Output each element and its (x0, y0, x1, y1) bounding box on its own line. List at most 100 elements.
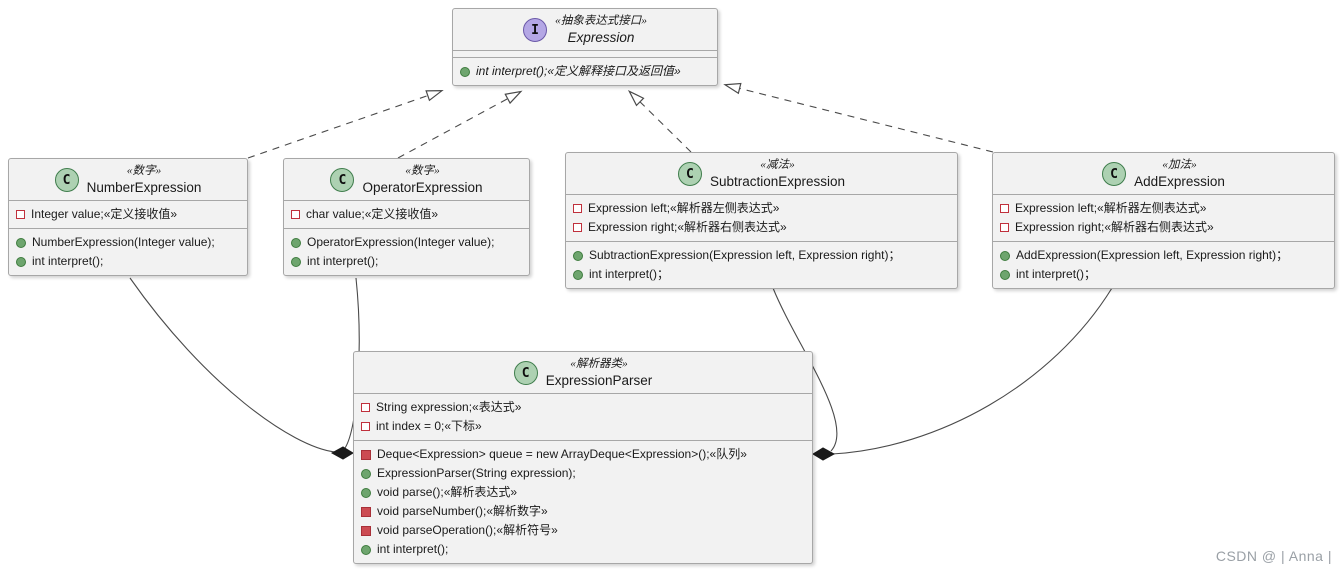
edge-compose-subtraction-parser (772, 287, 838, 452)
class-name: OperatorExpression (362, 180, 483, 195)
class-title: «减法» SubtractionExpression (710, 157, 845, 191)
private-field-icon (573, 223, 582, 232)
public-method-icon (291, 237, 301, 248)
class-parser: C «解析器类» ExpressionParser String express… (353, 351, 813, 564)
class-letter-icon: C (1102, 162, 1127, 186)
member-text: int interpret(); (377, 542, 449, 556)
private-field-icon (291, 210, 300, 219)
field-row: Integer value;«定义接收值» (16, 205, 240, 224)
private-method-icon (361, 525, 371, 536)
methods-section: Deque<Expression> queue = new ArrayDeque… (354, 441, 812, 563)
class-letter-icon: C (54, 168, 79, 192)
method-row: SubtractionExpression(Expression left, E… (573, 246, 950, 265)
stereotype-label: «数字» (126, 165, 162, 177)
field-row: char value;«定义接收值» (291, 205, 522, 224)
field-row: int index = 0;«下标» (361, 417, 805, 436)
class-title: «解析器类» ExpressionParser (546, 356, 653, 390)
member-text: Deque<Expression> queue = new ArrayDeque… (377, 447, 747, 461)
class-name: Expression (567, 30, 635, 45)
methods-section: NumberExpression(Integer value); int inte… (9, 229, 247, 275)
member-text: Expression left;«解析器左侧表达式» (588, 201, 780, 215)
methods-section: SubtractionExpression(Expression left, E… (566, 242, 957, 288)
method-row: int interpret()； (573, 265, 950, 284)
class-subtraction: C «减法» SubtractionExpression Expression … (565, 152, 958, 289)
member-text: int interpret();«定义解释接口及返回值» (476, 64, 681, 78)
public-method-icon (16, 237, 26, 248)
class-header: C «数字» OperatorExpression (284, 159, 529, 201)
class-letter-icon: C (513, 361, 538, 385)
class-operator: C «数字» OperatorExpression char value;«定义… (283, 158, 530, 276)
stereotype-label: «数字» (405, 165, 440, 177)
member-text: int interpret(); (307, 254, 379, 268)
field-row: Expression left;«解析器左侧表达式» (573, 199, 950, 218)
member-text: void parseNumber();«解析数字» (377, 504, 548, 518)
public-method-icon (1000, 250, 1010, 261)
member-text: int interpret(); (32, 254, 104, 268)
stereotype-label: «抽象表达式接口» (555, 15, 647, 27)
method-row: int interpret(); (291, 252, 522, 271)
public-method-icon (361, 544, 371, 555)
field-row: String expression;«表达式» (361, 398, 805, 417)
field-row: Expression left;«解析器左侧表达式» (1000, 199, 1327, 218)
methods-section: AddExpression(Expression left, Expressio… (993, 242, 1334, 288)
member-text: Expression left;«解析器左侧表达式» (1015, 201, 1207, 215)
edge-realize-add-expression (723, 82, 994, 153)
private-field-icon (1000, 204, 1009, 213)
class-header: C «数字» NumberExpression (9, 159, 247, 201)
public-method-icon (361, 468, 371, 479)
class-letter-icon: C (330, 168, 355, 192)
stereotype-label: «加法» (1162, 159, 1197, 171)
method-row: Deque<Expression> queue = new ArrayDeque… (361, 445, 805, 464)
private-field-icon (16, 210, 25, 219)
edge-compose-add-parser (831, 287, 1113, 455)
class-title: «数字» OperatorExpression (362, 163, 482, 197)
method-row: int interpret(); (361, 540, 805, 559)
private-method-icon (361, 449, 371, 460)
edge-realize-operator-expression (397, 90, 523, 159)
method-row: ExpressionParser(String expression); (361, 464, 805, 483)
methods-section: int interpret();«定义解释接口及返回值» (453, 58, 717, 85)
method-row: NumberExpression(Integer value); (16, 233, 240, 252)
fields-section: String expression;«表达式» int index = 0;«下标… (354, 394, 812, 441)
method-row: OperatorExpression(Integer value); (291, 233, 522, 252)
composition-diamond-right (812, 447, 836, 461)
composition-diamond-left (330, 446, 354, 460)
field-row: Expression right;«解析器右侧表达式» (1000, 218, 1327, 237)
methods-section: OperatorExpression(Integer value); int in… (284, 229, 529, 275)
public-method-icon (1000, 269, 1010, 280)
class-header: C «减法» SubtractionExpression (566, 153, 957, 195)
member-text: int interpret()； (589, 267, 670, 281)
public-method-icon (460, 66, 470, 77)
class-title: «加法» AddExpression (1134, 157, 1225, 191)
class-name: AddExpression (1134, 174, 1225, 189)
public-method-icon (361, 487, 371, 498)
method-row: int interpret()； (1000, 265, 1327, 284)
csdn-watermark: CSDN @ | Anna | (1215, 548, 1332, 564)
member-text: Expression right;«解析器右侧表达式» (1015, 220, 1214, 234)
class-add: C «加法» AddExpression Expression left;«解析… (992, 152, 1335, 289)
edge-compose-number-parser (129, 277, 336, 453)
member-text: Expression right;«解析器右侧表达式» (588, 220, 787, 234)
fields-section (453, 51, 717, 58)
member-text: AddExpression(Expression left, Expressio… (1016, 248, 1289, 262)
method-row: void parseOperation();«解析符号» (361, 521, 805, 540)
method-row: int interpret();«定义解释接口及返回值» (460, 62, 710, 81)
public-method-icon (573, 250, 583, 261)
member-text: char value;«定义接收值» (306, 207, 439, 221)
method-row: void parseNumber();«解析数字» (361, 502, 805, 521)
member-text: OperatorExpression(Integer value); (307, 235, 495, 249)
public-method-icon (291, 256, 301, 267)
stereotype-label: «减法» (760, 159, 795, 171)
class-title: «数字» NumberExpression (87, 163, 202, 197)
class-header: C «加法» AddExpression (993, 153, 1334, 195)
field-row: Expression right;«解析器右侧表达式» (573, 218, 950, 237)
member-text: int index = 0;«下标» (376, 419, 482, 433)
private-method-icon (361, 506, 371, 517)
member-text: ExpressionParser(String expression); (377, 466, 576, 480)
public-method-icon (573, 269, 583, 280)
member-text: String expression;«表达式» (376, 400, 522, 414)
class-header: C «解析器类» ExpressionParser (354, 352, 812, 394)
method-row: int interpret(); (16, 252, 240, 271)
